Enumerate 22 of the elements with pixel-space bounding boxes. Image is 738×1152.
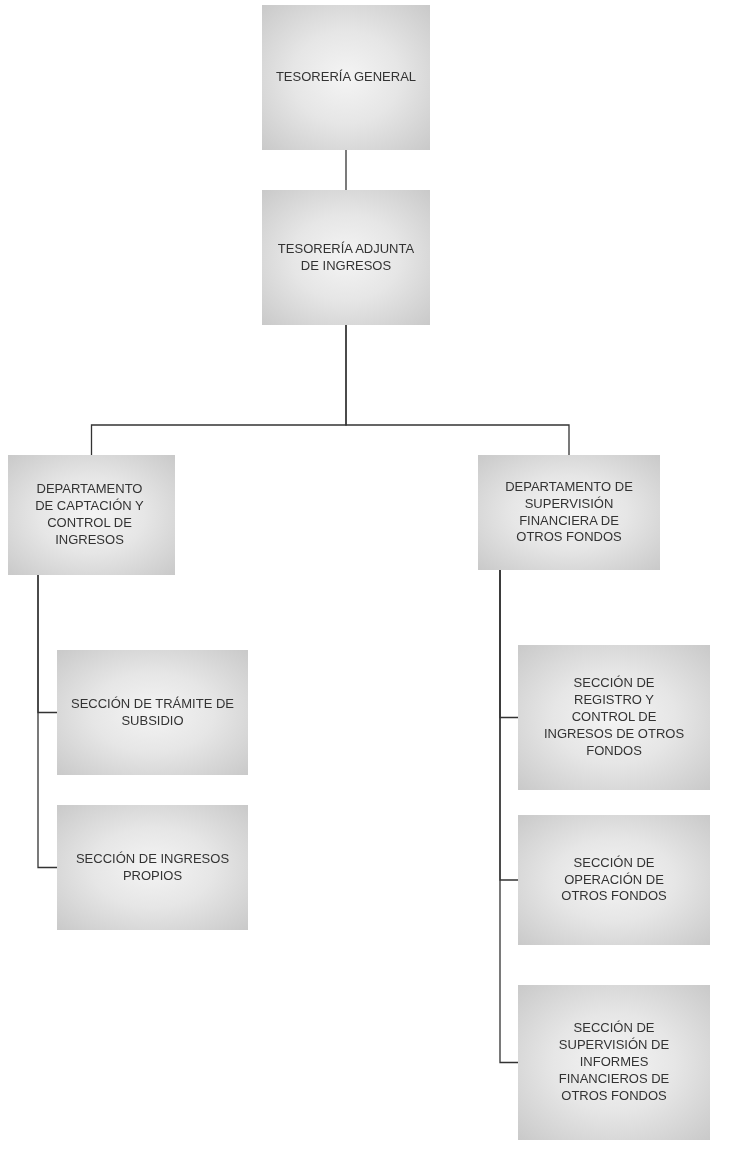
unit-name: SECCIÓN DE REGISTRO Y CONTROL DE INGRESOS DE OTROS FONDOS	[542, 675, 686, 760]
connector-line	[37, 574, 58, 869]
unit-name: DEPARTAMENTO DE SUPERVISIÓN FINANCIERA DE OTROS FONDOS	[504, 478, 634, 547]
org-unit-box	[478, 455, 660, 570]
connector-line	[499, 569, 519, 1064]
org-unit-box	[518, 645, 710, 790]
org-unit-box	[518, 985, 710, 1140]
org-unit-box	[57, 650, 248, 775]
connector-line	[345, 149, 347, 191]
unit-name: TESORERÍA GENERAL	[275, 69, 417, 86]
org-unit-box	[8, 455, 175, 575]
unit-name: DEPARTAMENTO DE CAPTACIÓN Y CONTROL DE INGRESOS	[34, 481, 145, 549]
org-unit-box	[57, 805, 248, 930]
connector-line	[345, 324, 570, 456]
org-unit-box	[262, 5, 430, 150]
unit-name: SECCIÓN DE INGRESOS PROPIOS	[74, 850, 231, 885]
org-unit-box	[262, 190, 430, 325]
unit-name: TESORERÍA ADJUNTA DE INGRESOS	[276, 240, 416, 275]
unit-name: SECCIÓN DE TRÁMITE DE SUBSIDIO	[70, 695, 235, 730]
unit-name: SECCIÓN DE OPERACIÓN DE OTROS FONDOS	[560, 854, 668, 906]
org-unit-box	[518, 815, 710, 945]
unit-name: SECCIÓN DE SUPERVISIÓN DE INFORMES FINANCIEROS DE OTROS FONDOS	[557, 1020, 671, 1105]
